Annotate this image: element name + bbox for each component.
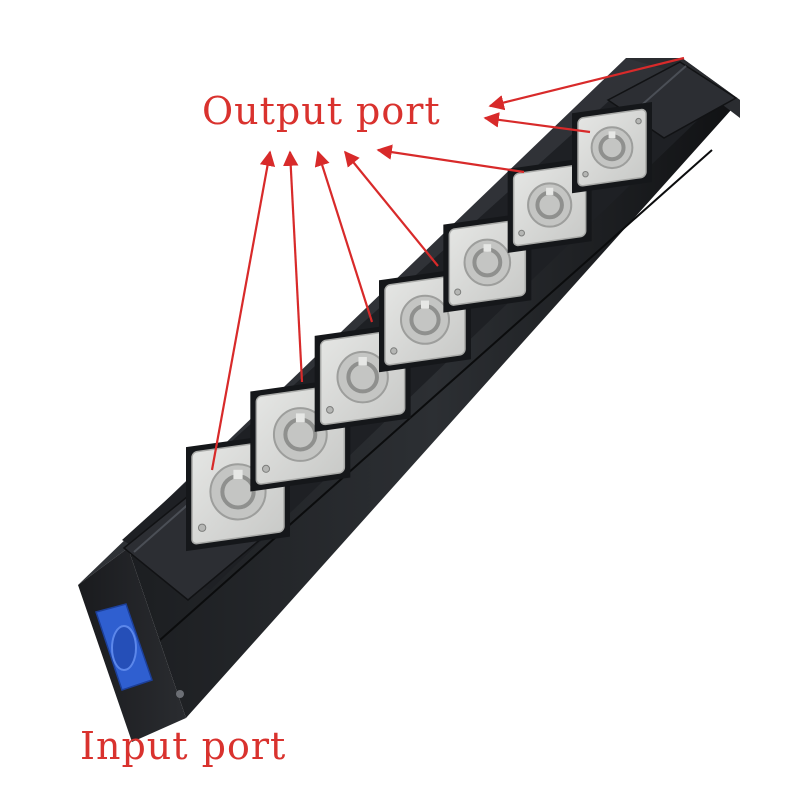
connector-key (483, 244, 492, 252)
connector-screw (454, 288, 462, 296)
annotation-arrow (488, 56, 685, 111)
connector-ring (463, 238, 512, 287)
connector-ring (400, 294, 450, 345)
connector-key (421, 300, 429, 309)
housing-side-groove (159, 149, 713, 641)
connector-screw (326, 406, 334, 414)
output-connectors (186, 102, 652, 552)
input-connector-ring (111, 625, 137, 671)
connector-screw (518, 229, 525, 237)
input-connector-screw (176, 690, 184, 698)
annotation-arrow (210, 150, 276, 471)
annotation-arrow (483, 112, 591, 134)
connector-ring (272, 407, 328, 462)
input-port-label: Input port (80, 724, 287, 768)
connector-key (358, 356, 367, 366)
connector-key (546, 187, 554, 195)
annotation-arrow (314, 150, 374, 323)
annotation-arrow (283, 150, 304, 383)
annotation-arrow (344, 150, 439, 267)
output-connector (572, 102, 652, 194)
connector-ring (590, 126, 634, 170)
connector-key (295, 413, 305, 423)
connector-ring (527, 182, 573, 228)
connector-key (233, 469, 243, 479)
connector-screw (261, 464, 271, 473)
connector-ring (336, 350, 389, 404)
output-port-label: Output port (202, 89, 441, 133)
output-connector (507, 157, 592, 253)
connector-key (608, 131, 616, 139)
annotation-arrows (210, 56, 685, 471)
input-connector (95, 603, 184, 698)
annotation-arrow (376, 144, 525, 174)
connector-screw (197, 523, 207, 532)
connector-screw (582, 170, 589, 178)
connector-screw (635, 117, 642, 125)
connector-screw (390, 347, 398, 355)
